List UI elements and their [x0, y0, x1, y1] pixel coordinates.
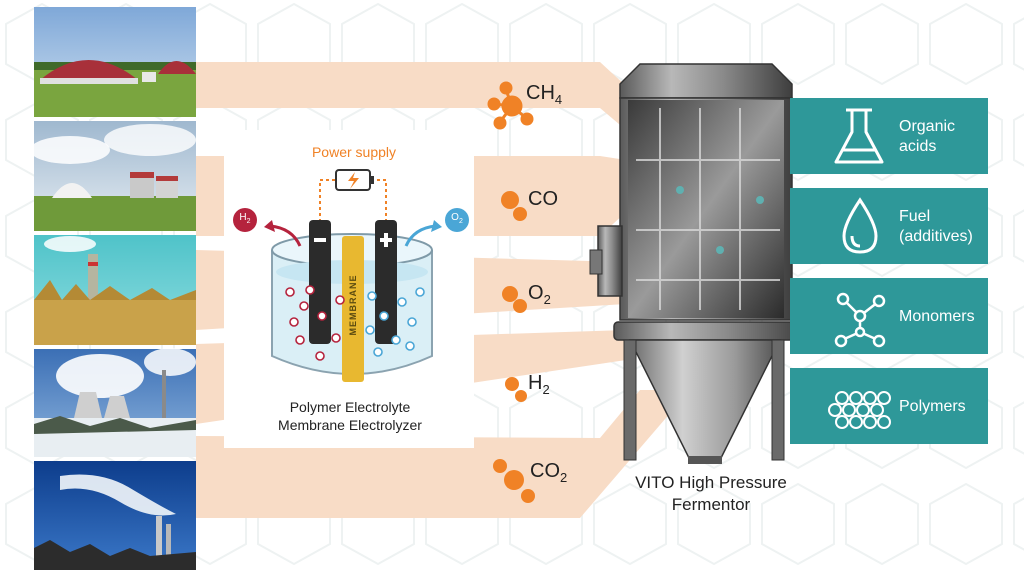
- hexagon-cluster-icon: [828, 391, 891, 429]
- o2-badge-label: O2: [451, 212, 463, 225]
- fermentor-caption-line1: VITO High Pressure: [635, 473, 787, 492]
- gas-label-o2: O2: [528, 282, 551, 307]
- gas-label-h2: H2: [528, 372, 550, 397]
- flow-band-co2: [196, 390, 690, 518]
- flow-band-ch4: [196, 62, 626, 130]
- membrane-label: MEMBRANE: [348, 274, 358, 336]
- o2-badge: [445, 208, 469, 232]
- product-label-fuel: Fuel(additives): [899, 208, 973, 245]
- fermentor-caption: VITO High Pressure Fermentor: [606, 472, 816, 516]
- source-photo-1: [34, 7, 196, 117]
- h2-badge-label: H2: [239, 212, 251, 225]
- fermentor-window: [628, 100, 784, 318]
- anode-electrode: [375, 220, 397, 344]
- gas-label-ch4: CH4: [526, 82, 563, 107]
- power-supply-label: Power supply: [311, 144, 397, 160]
- electrolyzer-caption-line1: Polymer Electrolyte: [289, 399, 411, 415]
- source-photo-2: [30, 121, 196, 231]
- product-label-polymers: Polymers: [899, 398, 966, 415]
- gas-label-co2: CO2: [530, 460, 568, 485]
- source-photo-3: [34, 235, 196, 345]
- gas-label-co: CO: [528, 188, 558, 210]
- membrane: [342, 236, 364, 382]
- product-label-monomers: Monomers: [899, 308, 975, 325]
- o2-molecule-icon: [502, 286, 527, 313]
- negative-ions: [365, 287, 425, 357]
- product-box-monomers: [790, 278, 988, 354]
- flask-icon: [834, 108, 884, 164]
- molecule-icon: [834, 292, 886, 348]
- h2-arrow-head: [264, 220, 275, 232]
- power-supply-wiring: [319, 169, 387, 222]
- h2-molecule-icon: [505, 377, 527, 402]
- ch4-molecule-icon: [487, 81, 534, 130]
- positive-ions: [285, 285, 345, 361]
- source-photo-4: [34, 348, 196, 457]
- product-box-polymers: [790, 368, 988, 444]
- fermentor-vessel: [589, 63, 805, 464]
- h2-badge: [233, 208, 257, 232]
- product-box-organic-acids: [790, 98, 988, 174]
- cathode-electrode: [309, 220, 331, 344]
- lightning-icon: [348, 172, 359, 189]
- o2-arrow-head: [431, 220, 442, 232]
- electrolyzer-caption-line2: Membrane Electrolyzer: [278, 417, 422, 433]
- electrolyzer-caption: Polymer Electrolyte Membrane Electrolyze…: [240, 398, 460, 434]
- source-photo-5: [34, 461, 196, 570]
- drop-icon: [842, 197, 878, 254]
- co2-molecule-icon: [493, 459, 535, 503]
- co-molecule-icon: [501, 191, 527, 221]
- product-box-fuel: [790, 188, 988, 264]
- fermentor-caption-line2: Fermentor: [671, 495, 751, 514]
